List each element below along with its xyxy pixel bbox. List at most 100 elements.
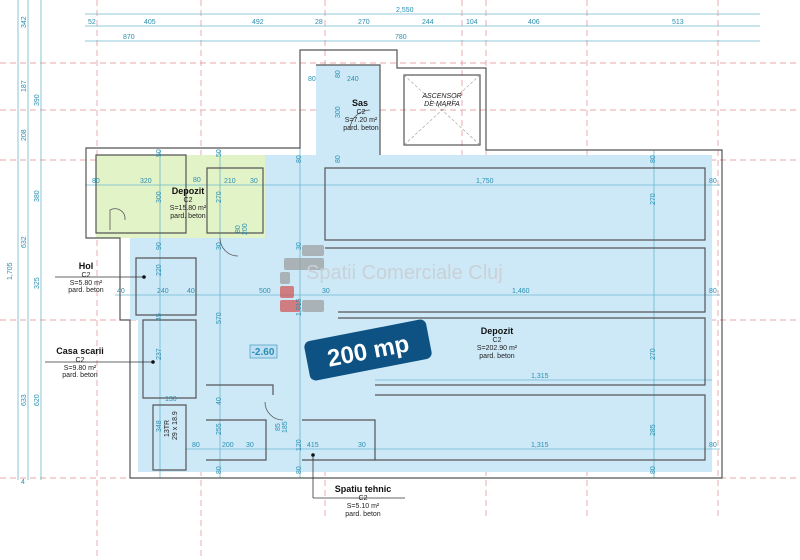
room-class: C2	[82, 272, 91, 279]
room-class: C2	[184, 197, 193, 204]
dim-label: 348	[156, 420, 163, 432]
room-name: Casa scarii	[56, 346, 104, 356]
dim-label: 40	[117, 288, 125, 295]
dim-label: 80	[650, 155, 657, 163]
dim-label: 244	[422, 19, 434, 26]
room-name: Spatiu tehnic	[335, 484, 392, 494]
dim-label: 80	[709, 442, 717, 449]
room-name: Sas	[352, 98, 368, 108]
dim-label: 1,015	[296, 298, 303, 316]
dim-label: 50	[156, 149, 163, 157]
level-marker: -2.60	[252, 347, 275, 358]
dim-label: 30	[296, 242, 303, 250]
room-area: S=7.20 m²	[345, 117, 378, 124]
dim-label: 1,315	[531, 442, 549, 449]
dim-label: 270	[650, 348, 657, 360]
dim-label: 120	[296, 439, 303, 451]
dim-label: 4	[21, 479, 25, 486]
dim-label: 80	[296, 155, 303, 163]
dim-label: 80	[193, 177, 201, 184]
dim-label: 240	[347, 76, 359, 83]
room-floor: pard. beton	[62, 372, 98, 379]
dim-label: 80	[709, 288, 717, 295]
dimension-lines	[17, 0, 760, 480]
dim-label: 80	[296, 466, 303, 474]
dim-label: 80	[308, 76, 316, 83]
dim-label: 80	[709, 178, 717, 185]
dim-label: 300	[335, 106, 342, 118]
dim-label: 870	[123, 34, 135, 41]
dim-label: 270	[650, 193, 657, 205]
stair-size: 29 x 18.9	[172, 411, 179, 440]
dim-label: 405	[144, 19, 156, 26]
dim-label: 342	[21, 16, 28, 28]
dim-label: 30	[358, 442, 366, 449]
dim-label: 40	[187, 288, 195, 295]
dim-label: 187	[21, 80, 28, 92]
dim-label: 30	[216, 242, 223, 250]
dim-label: 270	[216, 191, 223, 203]
room-area: S=15.80 m²	[170, 205, 207, 212]
dim-label: 390	[34, 94, 41, 106]
dim-label: 104	[466, 19, 478, 26]
dim-label: 1,460	[512, 288, 530, 295]
watermark-logo: Spatii Comerciale Cluj	[280, 245, 503, 312]
dim-label: 513	[672, 19, 684, 26]
dim-label: 80	[192, 442, 200, 449]
dim-label: 633	[21, 394, 28, 406]
dim-label: 570	[216, 312, 223, 324]
room-area: S=9.80 m²	[64, 365, 97, 372]
dim-label: 80	[650, 466, 657, 474]
room-name: Hol	[79, 261, 94, 271]
dim-label: 270	[358, 19, 370, 26]
dim-label: 220	[156, 264, 163, 276]
dim-label: 80	[235, 225, 242, 233]
dim-label: 300	[156, 191, 163, 203]
dim-label: 780	[395, 34, 407, 41]
dim-label: 30	[246, 442, 254, 449]
room-name: Depozit	[481, 326, 514, 336]
dim-label: 255	[216, 423, 223, 435]
dim-label: 240	[157, 288, 169, 295]
dim-label: 620	[34, 394, 41, 406]
interior-dimensions: 80 320 80 210 30 1,750 80 50 300 50 270 …	[92, 70, 717, 474]
dim-label: 28	[315, 19, 323, 26]
elevator-label: ASCENSOR	[421, 93, 461, 100]
level-marker-box	[249, 344, 278, 359]
dim-label: 1,750	[476, 178, 494, 185]
watermark-text: Spatii Comerciale Cluj	[306, 262, 503, 284]
room-class: C2	[493, 337, 502, 344]
room-floor: pard. beton	[68, 287, 104, 294]
room-floor: pard. beton	[345, 511, 381, 518]
dim-label: 285	[650, 424, 657, 436]
dim-label: 1,705	[7, 262, 14, 280]
dim-label: 185	[282, 421, 289, 433]
room-floor: pard. beton	[343, 125, 379, 132]
dim-label: 200	[242, 223, 249, 235]
dim-label: 325	[34, 277, 41, 289]
dim-label: 130	[165, 396, 177, 403]
dim-label: 90	[156, 242, 163, 250]
room-class: C2	[357, 109, 366, 116]
room-hol: Hol C2 S=5.80 m² pard. beton	[68, 261, 104, 294]
dim-label: 45	[156, 313, 163, 321]
walls	[85, 49, 723, 479]
dim-label: 2,550	[396, 7, 414, 14]
dim-label: 50	[216, 149, 223, 157]
dim-label: 80	[92, 178, 100, 185]
dim-label: 1,315	[531, 373, 549, 380]
elevator-label: DE MARFA	[424, 101, 460, 108]
dim-label: 210	[224, 178, 236, 185]
room-area: S=5.10 m²	[347, 503, 380, 510]
dim-label: 30	[322, 288, 330, 295]
dim-label: 208	[21, 129, 28, 141]
dim-label: 80	[335, 70, 342, 78]
room-class: C2	[76, 357, 85, 364]
room-depozit-small: Depozit C2 S=15.80 m² pard. beton	[170, 186, 207, 220]
dim-label: 30	[250, 178, 258, 185]
dim-label: 85	[275, 423, 282, 431]
room-floor: pard. beton	[170, 213, 206, 220]
dim-label: 40	[216, 397, 223, 405]
top-dimensions: 2,550 52 405 492 28 270 244 104 406 513 …	[88, 7, 684, 41]
